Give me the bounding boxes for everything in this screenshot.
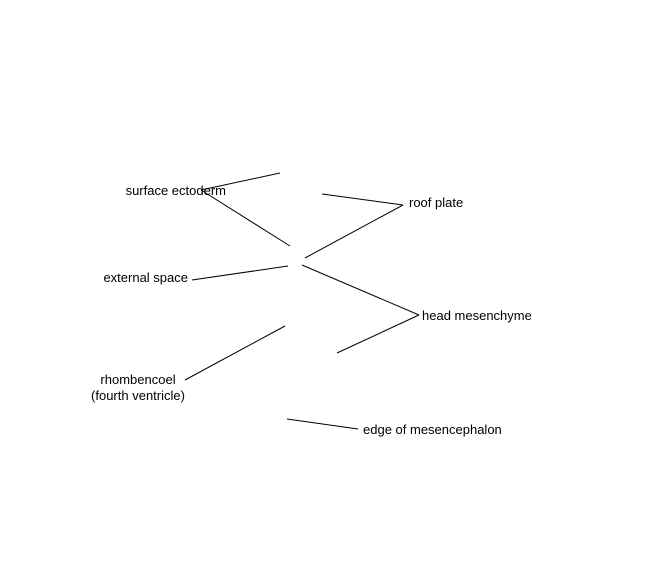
leader-roof-plate-lower: [304, 204, 404, 259]
label-roof-plate: roof plate: [409, 195, 464, 210]
leader-surface-ectoderm-lower: [200, 189, 291, 247]
label-rhombencoel-line2: (fourth ventricle): [91, 388, 185, 403]
label-edge-of-mesencephalon: edge of mesencephalon: [363, 422, 502, 437]
label-rhombencoel: rhombencoel (fourth ventricle): [76, 372, 200, 404]
leader-edge-of-mesencephalon: [286, 418, 359, 430]
label-rhombencoel-line1: rhombencoel: [100, 372, 176, 387]
label-head-mesenchyme: head mesenchyme: [422, 308, 532, 323]
leader-rhombencoel: [184, 325, 286, 381]
leader-roof-plate-upper: [321, 193, 404, 206]
leader-surface-ectoderm-upper: [200, 172, 281, 191]
label-external-space: external space: [103, 270, 188, 285]
leader-head-mesenchyme-upper: [301, 264, 420, 316]
leader-head-mesenchyme-lower: [336, 314, 420, 354]
label-surface-ectoderm: surface ectoderm: [125, 183, 226, 198]
leader-external-space: [191, 265, 289, 281]
